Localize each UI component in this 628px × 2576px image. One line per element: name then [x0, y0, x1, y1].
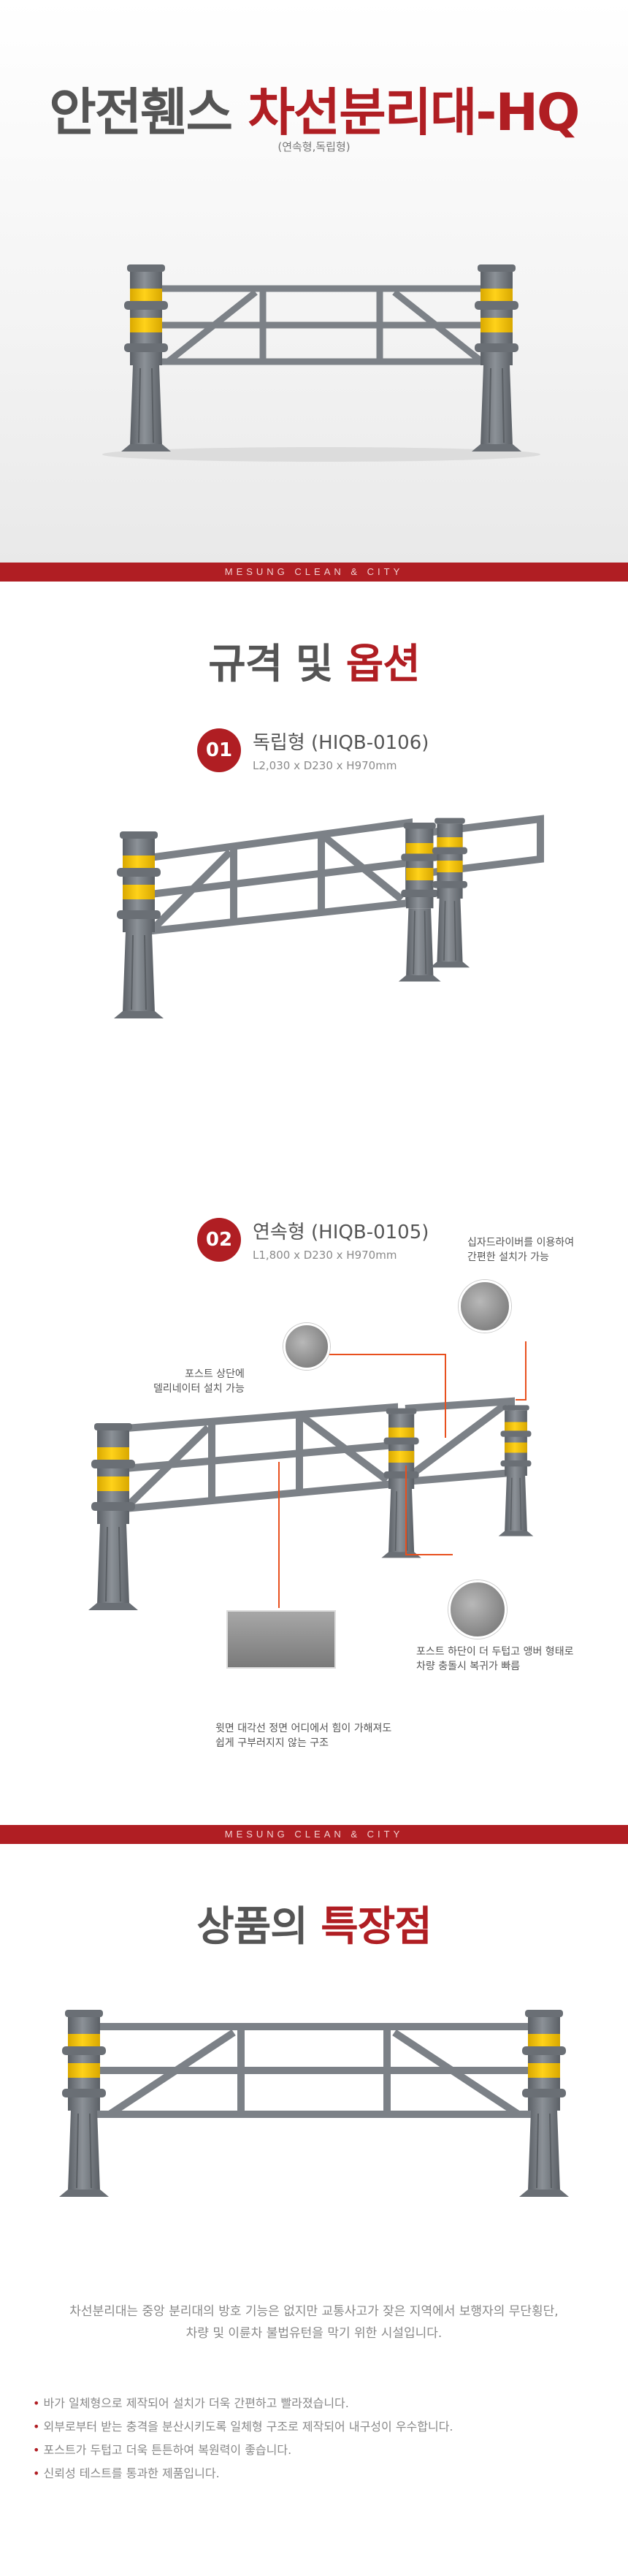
callout-lines [278, 1341, 526, 1608]
spec-dimensions: L2,030 x D230 x H970mm [253, 759, 397, 772]
features-title-main: 상품의 [196, 1903, 308, 1951]
spec-item-continuous: 02 연속형 (HIQB-0105) L1,800 x D230 x H970m… [197, 1217, 429, 1262]
product-image-standalone [113, 815, 544, 1019]
callout-line: 간편한 설치가 가능 [467, 1251, 549, 1263]
features-section: 상품의 특장점 차선분리대는 중앙 분리대의 방호 기능은 없지만 교통사고가 … [0, 1844, 628, 2557]
product-image-hero [102, 264, 540, 462]
specs-title: 규격 및 옵션 [0, 631, 628, 690]
feature-item: 바가 일체형으로 제작되어 설치가 더욱 간편하고 빨라졌습니다. [33, 2392, 602, 2415]
callout-post-base: 포스트 하단이 더 두텁고 앵버 형태로 차량 충돌시 복귀가 빠름 [416, 1645, 573, 1674]
hero-section: 안전휀스 차선분리대-HQ (연속형,독립형) [0, 0, 628, 563]
callout-line: 델리네이터 설치 가능 [153, 1383, 245, 1395]
brand-band-1: MESUNG CLEAN & CITY [0, 563, 628, 582]
spec-name: 독립형 (HIQB-0106) [253, 732, 429, 754]
features-description: 차선분리대는 중앙 분리대의 방호 기능은 없지만 교통사고가 잦은 지역에서 … [51, 2301, 577, 2344]
callout-line: 십자드라이버를 이용하여 [467, 1237, 575, 1249]
description-line: 차량 및 이륜차 불법유턴을 막기 위한 시설입니다. [185, 2326, 443, 2341]
callout-line: 포스트 상단에 [185, 1368, 245, 1380]
features-title: 상품의 특장점 [0, 1894, 628, 1953]
description-line: 차선분리대는 중앙 분리대의 방호 기능은 없지만 교통사고가 잦은 지역에서 … [69, 2304, 559, 2319]
screwdriver-detail-photo [459, 1280, 511, 1333]
callout-line: 윗면 대각선 정면 어디에서 힘이 가해져도 [215, 1723, 392, 1734]
spec-dimensions: L1,800 x D230 x H970mm [253, 1249, 397, 1262]
callout-screwdriver: 십자드라이버를 이용하여 간편한 설치가 가능 [467, 1235, 574, 1265]
product-image-continuous [88, 1397, 534, 1611]
specs-title-accent: 옵션 [345, 641, 421, 688]
specs-title-main: 규격 및 [208, 641, 333, 688]
hero-subtitle: (연속형,독립형) [277, 140, 351, 153]
callout-structure: 윗면 대각선 정면 어디에서 힘이 가해져도 쉽게 구부러지지 않는 구조 [215, 1721, 391, 1750]
spec-number: 01 [197, 728, 241, 772]
spec-name: 연속형 (HIQB-0105) [253, 1222, 429, 1243]
features-title-accent: 특장점 [321, 1903, 432, 1951]
product-image-features [58, 2009, 570, 2198]
hero-title-main: 안전휀스 [49, 83, 233, 142]
specs-section: 규격 및 옵션 01 독립형 (HIQB-0106) L2,030 x D230… [0, 582, 628, 1825]
hero-title-accent: 차선분리대-HQ [248, 83, 580, 142]
feature-item: 포스트가 두텁고 더욱 튼튼하여 복원력이 좋습니다. [33, 2439, 602, 2462]
feature-item: 외부로부터 받는 충격을 분산시키도록 일체형 구조로 제작되어 내구성이 우수… [33, 2415, 602, 2439]
delineator-detail-photo [283, 1323, 330, 1370]
spec-number: 02 [197, 1217, 241, 1262]
post-base-detail-photo [448, 1580, 507, 1639]
feature-item: 신뢰성 테스트를 통과한 제품입니다. [33, 2462, 602, 2485]
brand-band-2: MESUNG CLEAN & CITY [0, 1825, 628, 1844]
callout-line: 쉽게 구부러지지 않는 구조 [215, 1737, 329, 1749]
hero-title: 안전휀스 차선분리대-HQ [0, 72, 628, 145]
structure-detail-photo [226, 1610, 336, 1669]
callout-line: 차량 충돌시 복귀가 빠름 [416, 1661, 521, 1672]
feature-list: 바가 일체형으로 제작되어 설치가 더욱 간편하고 빨라졌습니다. 외부로부터 … [33, 2392, 602, 2485]
callout-line: 포스트 하단이 더 두텁고 앵버 형태로 [416, 1646, 574, 1658]
callout-delineator: 포스트 상단에 델리네이터 설치 가능 [153, 1367, 245, 1396]
spec-item-standalone: 01 독립형 (HIQB-0106) L2,030 x D230 x H970m… [197, 728, 429, 772]
